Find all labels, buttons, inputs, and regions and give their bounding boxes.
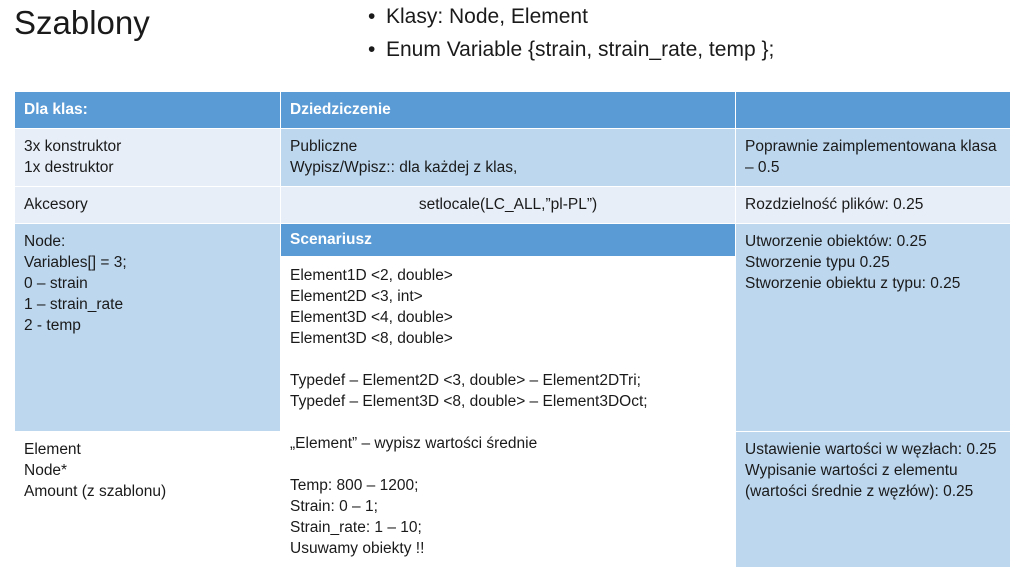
bullet-text: Enum Variable {strain, strain_rate, temp… <box>386 38 775 61</box>
list-item: • Klasy: Node, Element <box>368 2 1008 32</box>
table-row: 3x konstruktor 1x destruktor Publiczne W… <box>14 128 1011 187</box>
bullet-list: • Klasy: Node, Element • Enum Variable {… <box>368 2 1008 68</box>
cell-utworzenie-obiektow: Utworzenie obiektów: 0.25 Stworzenie typ… <box>735 222 1011 433</box>
cell-ustawienie-wartosci: Ustawienie wartości w węzłach: 0.25 Wypi… <box>735 431 1011 568</box>
bullet-marker-icon: • <box>368 38 376 61</box>
cell-element-node-amount: Element Node* Amount (z szablonu) <box>14 431 281 568</box>
column-header-dziedziczenie: Dziedziczenie <box>280 91 736 129</box>
cell-node-variables: Node: Variables[] = 3; 0 – strain 1 – st… <box>14 222 281 433</box>
cell-rozdzielnosc-plikow: Rozdzielność plików: 0.25 <box>735 186 1011 224</box>
cell-akcesory: Akcesory <box>14 186 281 224</box>
cell-poprawnie-zaimplementowana: Poprawnie zaimplementowana klasa – 0.5 <box>735 128 1011 187</box>
column-header-punkty <box>735 91 1011 129</box>
list-item: • Enum Variable {strain, strain_rate, te… <box>368 35 1008 65</box>
table-header-row: Dla klas: Dziedziczenie <box>14 91 1011 129</box>
table-row: Element Node* Amount (z szablonu) Ustawi… <box>14 431 1011 568</box>
scenariusz-body: Element1D <2, double> Element2D <3, int>… <box>290 267 648 557</box>
table-row: Akcesory setlocale(LC_ALL,”pl-PL”) Rozdz… <box>14 186 1011 224</box>
page-title: Szablony <box>14 4 150 41</box>
column-header-dla-klas: Dla klas: <box>14 91 281 129</box>
scenariusz-header: Scenariusz <box>281 224 735 256</box>
requirements-table: Dla klas: Dziedziczenie 3x konstruktor 1… <box>14 91 1011 568</box>
table-row: Node: Variables[] = 3; 0 – strain 1 – st… <box>14 222 1011 568</box>
bullet-marker-icon: • <box>368 5 376 28</box>
cell-setlocale: setlocale(LC_ALL,”pl-PL”) <box>280 186 736 224</box>
cell-scenariusz: Scenariusz Element1D <2, double> Element… <box>280 223 736 568</box>
cell-publiczne: Publiczne Wypisz/Wpisz:: dla każdej z kl… <box>280 128 736 187</box>
bullet-text: Klasy: Node, Element <box>386 5 588 28</box>
cell-konstruktor-destruktor: 3x konstruktor 1x destruktor <box>14 128 281 187</box>
